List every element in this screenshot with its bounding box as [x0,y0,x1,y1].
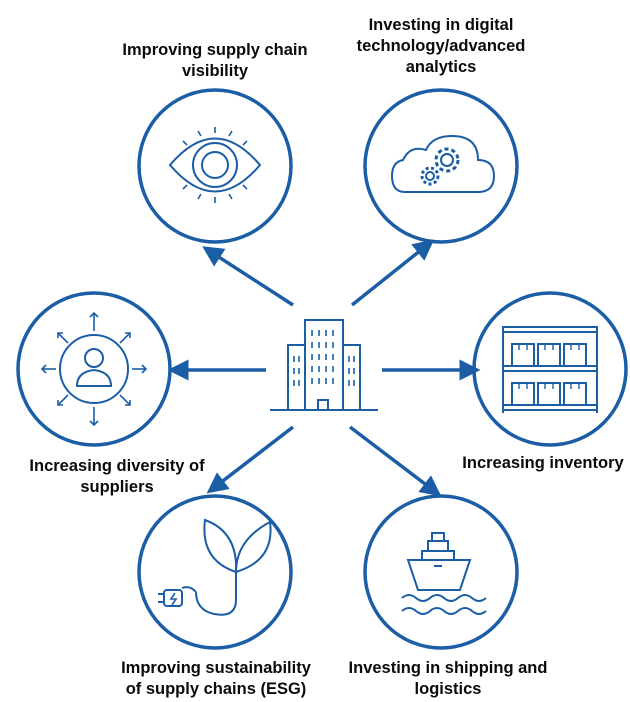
ship-waves-icon [401,532,487,615]
cloud-gears-icon [390,134,496,193]
leaf-plug-icon [158,518,272,616]
label-shipping: Investing in shipping and logistics [348,659,548,698]
label-sustainability: Improving sustainability of supply chain… [121,659,311,698]
inventory-circle [472,291,628,447]
label-diversity: Increasing diversity of suppliers [29,457,205,496]
shipping-circle [363,494,519,650]
arrow-to-shipping [348,425,442,497]
eye-icon [168,127,262,203]
arrow-to-sustainability [206,425,295,494]
label-inventory: Increasing inventory [462,454,624,472]
visibility-circle [137,88,293,244]
office-building-icon [270,319,378,411]
label-digital: Investing in digital technology/advanced… [356,16,526,76]
shelving-boxes-icon [502,326,598,413]
digital-circle [363,88,519,244]
person-arrows-icon [40,311,148,427]
arrow-to-visibility [202,246,294,307]
label-visibility: Improving supply chain visibility [122,41,308,80]
sustainability-circle [137,494,293,650]
arrow-to-digital [350,239,435,307]
diversity-circle [16,291,172,447]
